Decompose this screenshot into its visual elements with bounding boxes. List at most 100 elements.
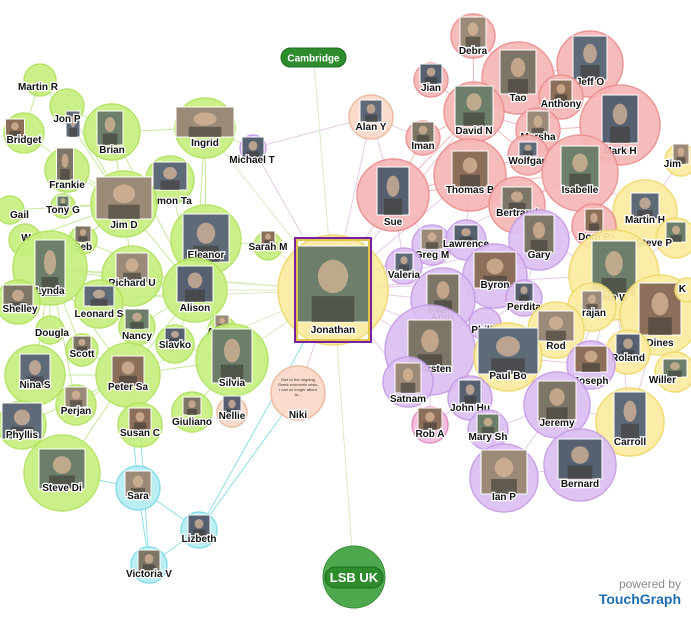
node-phyllis[interactable]: Phyllis	[0, 400, 47, 450]
node-nina-s[interactable]: Nina S	[4, 344, 66, 406]
node-tony-g[interactable]: Tony G	[45, 193, 81, 219]
node-debra[interactable]: Debra	[450, 13, 496, 59]
node-dougla[interactable]: Dougla	[34, 315, 71, 345]
node-label: Richard U	[108, 278, 155, 289]
node-jon-p[interactable]: Jon P	[49, 88, 85, 138]
photo-face	[12, 289, 24, 302]
node-martin-r[interactable]: Martin R	[17, 63, 60, 97]
photo-face	[188, 400, 196, 409]
photo-face	[612, 103, 628, 125]
photo-body	[364, 114, 378, 122]
photo-body	[246, 151, 260, 159]
node-perdita[interactable]: Perdita	[505, 279, 543, 317]
node-carroll[interactable]: Carroll	[595, 387, 665, 457]
node-alan-y[interactable]: Alan Y	[348, 94, 394, 140]
node-label: Paul Bo	[489, 371, 526, 382]
lsb-uk-group-node[interactable]: LSB UK	[322, 545, 386, 609]
node-ian-p[interactable]: Ian P	[469, 443, 539, 513]
photo-face	[623, 400, 637, 422]
node-david-n[interactable]: David N	[443, 81, 505, 143]
photo-face	[467, 22, 479, 36]
node-sara[interactable]: Sara	[115, 465, 161, 511]
photo-body	[26, 376, 44, 388]
node-gary[interactable]: Gary	[508, 209, 570, 271]
photo-face	[187, 272, 203, 289]
node-ingrid[interactable]: Ingrid	[174, 97, 236, 159]
node-label: Michael T	[229, 155, 275, 166]
node-thomas-b[interactable]: Thomas B	[433, 138, 507, 212]
node-alison[interactable]: Alison	[162, 257, 228, 323]
node-k[interactable]: K	[674, 277, 691, 303]
node-rod[interactable]: Rod	[527, 301, 585, 359]
node-sarah-m[interactable]: Sarah M	[247, 230, 289, 261]
node-frankie[interactable]: Frankie	[44, 147, 90, 193]
photo-body	[424, 77, 438, 84]
node-michael-t[interactable]: Michael T	[228, 134, 276, 167]
node-slavko[interactable]: Slavko	[155, 324, 195, 364]
photo-face	[317, 259, 349, 294]
node-jim-d[interactable]: Jim D	[90, 170, 158, 238]
photo-body	[459, 236, 473, 243]
node-willer[interactable]: Willer	[648, 351, 691, 393]
node-tao[interactable]: Tao	[481, 41, 555, 115]
photo-body	[481, 427, 495, 434]
node-rob-a[interactable]: Rob A	[411, 406, 449, 444]
node-silvia[interactable]: Silvia	[195, 323, 269, 397]
node-simon-ta[interactable]: imon Ta	[145, 155, 195, 208]
node-anthony[interactable]: Anthony	[538, 74, 584, 120]
node-victoria-v[interactable]: Victoria V	[125, 546, 174, 584]
photo-body	[648, 317, 672, 335]
node-sue[interactable]: Sue	[356, 158, 430, 232]
node-label: Jeff O	[576, 77, 605, 88]
node-bridget[interactable]: Bridget	[3, 112, 45, 154]
touchgraph-branding[interactable]: powered by TouchGraph	[599, 577, 681, 607]
node-greg-m[interactable]: Greg M	[411, 224, 453, 266]
node-giuliano[interactable]: Giuliano	[171, 391, 213, 433]
node-mary-sh[interactable]: Mary Sh	[467, 409, 509, 451]
node-leonard-s[interactable]: Leonard S	[73, 279, 125, 329]
node-valeria[interactable]: Valeria	[385, 247, 423, 285]
photo-body	[580, 65, 600, 80]
node-shelley[interactable]: Shelley	[0, 279, 41, 325]
node-label: Jeremy	[539, 418, 574, 429]
cambridge-group-node[interactable]: Cambridge	[280, 47, 347, 68]
node-gail[interactable]: Gail	[0, 195, 30, 225]
photo-body	[569, 173, 591, 188]
node-jeremy[interactable]: Jeremy	[523, 371, 591, 439]
node-peter-sa[interactable]: Peter Sa	[95, 342, 161, 408]
node-paul-bo[interactable]: Paul Bo	[473, 322, 543, 392]
node-halo	[270, 365, 326, 421]
node-jim-r[interactable]: Jim	[663, 143, 691, 177]
node-iman[interactable]: Iman	[405, 120, 441, 156]
node-isabelle[interactable]: Isabelle	[541, 134, 619, 212]
photo-body	[554, 94, 568, 102]
node-jonathan[interactable]: Jonathan	[277, 234, 389, 346]
node-roland[interactable]: Roland	[605, 329, 651, 375]
node-jian[interactable]: Jian	[413, 62, 449, 98]
photo-body	[9, 130, 21, 137]
node-perjan[interactable]: Perjan	[55, 384, 97, 426]
node-label: Peter Sa	[108, 382, 148, 393]
photo-body	[463, 112, 485, 126]
node-halo	[0, 195, 25, 225]
node-eleanor[interactable]: Eleanor	[170, 204, 242, 276]
photo-face	[52, 456, 72, 474]
node-scott[interactable]: Scott	[65, 333, 99, 367]
powered-by-text: powered by	[618, 577, 681, 591]
photo-face	[462, 157, 478, 174]
node-steve-di[interactable]: Steve Di	[23, 434, 101, 512]
node-bernard[interactable]: Bernard	[543, 428, 617, 502]
node-brian[interactable]: Brian	[83, 103, 141, 161]
node-nellie[interactable]: Nellie	[216, 395, 248, 428]
photo-body	[130, 322, 144, 329]
node-nancy[interactable]: Nancy	[118, 308, 156, 346]
node-susan-c[interactable]: Susan C	[117, 402, 163, 448]
node-lizbeth[interactable]: Lizbeth	[180, 511, 218, 549]
photo-face	[248, 140, 258, 151]
node-satnam[interactable]: Satnam	[382, 356, 434, 408]
node-joseph[interactable]: Joseph	[566, 340, 616, 390]
photo-body	[78, 236, 88, 242]
